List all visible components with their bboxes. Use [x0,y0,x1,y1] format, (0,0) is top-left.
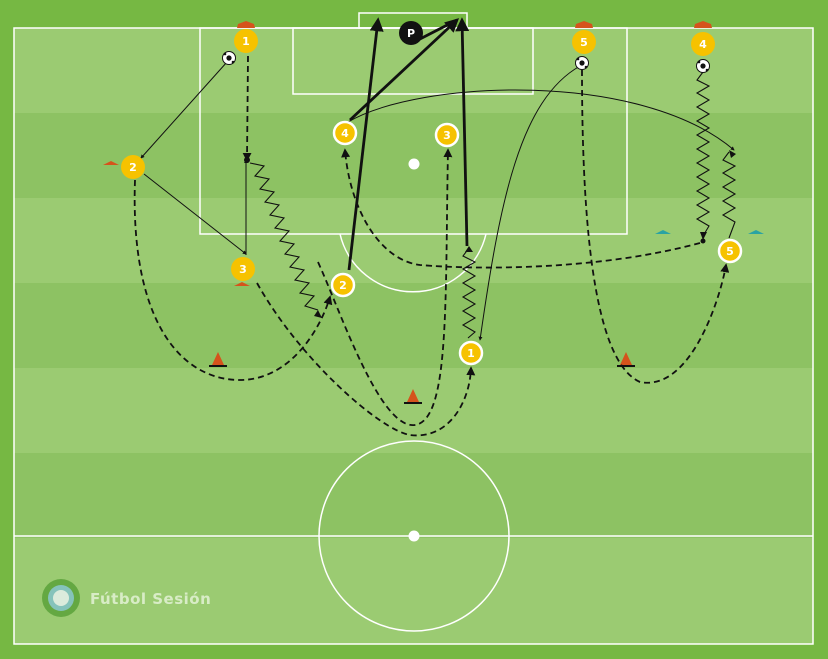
dribbles [249,71,737,339]
pass-line [417,18,458,42]
white-players: 4 3 2 1 5 [330,120,743,366]
brand-logo: Fútbol Sesión [42,579,211,617]
player-yellow-5: 5 [572,30,596,54]
player-white-1: 1 [458,340,484,366]
run-arrow [317,148,453,426]
run-arrow [256,282,476,437]
run-arrow [341,148,701,269]
dribble-heads [244,150,736,318]
player-yellow-4: 4 [691,32,715,56]
brand-name: Fútbol Sesión [90,590,211,608]
dribble-path [721,151,737,239]
cone-flat [237,21,255,28]
player-white-3: 3 [434,122,460,148]
penalty-spot [408,158,420,170]
svg-text:1: 1 [467,347,475,360]
pass-arrow [478,65,581,341]
dribble-path [249,162,319,311]
player-yellow-2: 2 [121,155,145,179]
cones [103,21,712,404]
run-arrow [133,179,333,381]
pass-arrow [140,61,228,159]
svg-text:3: 3 [239,263,247,276]
player-white-4: 4 [332,120,358,146]
grass-stripes [14,28,813,644]
player-yellow-1: 1 [234,29,258,53]
svg-text:1: 1 [242,35,250,48]
center-spot [408,530,420,542]
cone [620,352,632,365]
svg-text:5: 5 [580,36,588,49]
ball-icon [222,51,236,65]
cone-flat [103,161,119,165]
coach-marker: P [399,21,423,45]
player-white-2: 2 [330,272,356,298]
dribble-path [461,247,477,339]
player-runs [133,55,730,437]
svg-text:4: 4 [699,38,707,51]
teal-markers [655,230,764,234]
svg-text:3: 3 [443,129,451,142]
ball-icon [696,59,710,73]
run-arrow [242,55,252,162]
run-arrow [581,69,730,384]
cone-flat [575,21,593,28]
cone [407,389,419,402]
svg-text:4: 4 [341,127,349,140]
shot-arrow [349,18,460,122]
penalty-arc [339,233,487,293]
svg-text:5: 5 [726,245,734,258]
pass-arrow [143,173,247,255]
yellow-players: 1 2 3 5 4 [121,29,715,281]
cone-flat [234,282,250,286]
player-white-5: 5 [717,238,743,264]
soccer-balls [222,51,710,73]
pass-lines [140,61,735,341]
svg-text:2: 2 [339,279,347,292]
player-yellow-3: 3 [231,257,255,281]
ball-icon [575,56,589,70]
dribble-path [695,71,711,237]
cone [212,352,224,365]
cone-flat [694,21,712,28]
shot-lines [347,17,470,271]
shot-arrow [455,17,470,247]
marker [655,230,671,234]
pass-arrow [347,89,735,151]
marker [748,230,764,234]
center-circle [318,440,510,632]
shot-arrow [347,17,384,271]
svg-text:2: 2 [129,161,137,174]
coach-label: P [407,27,415,40]
